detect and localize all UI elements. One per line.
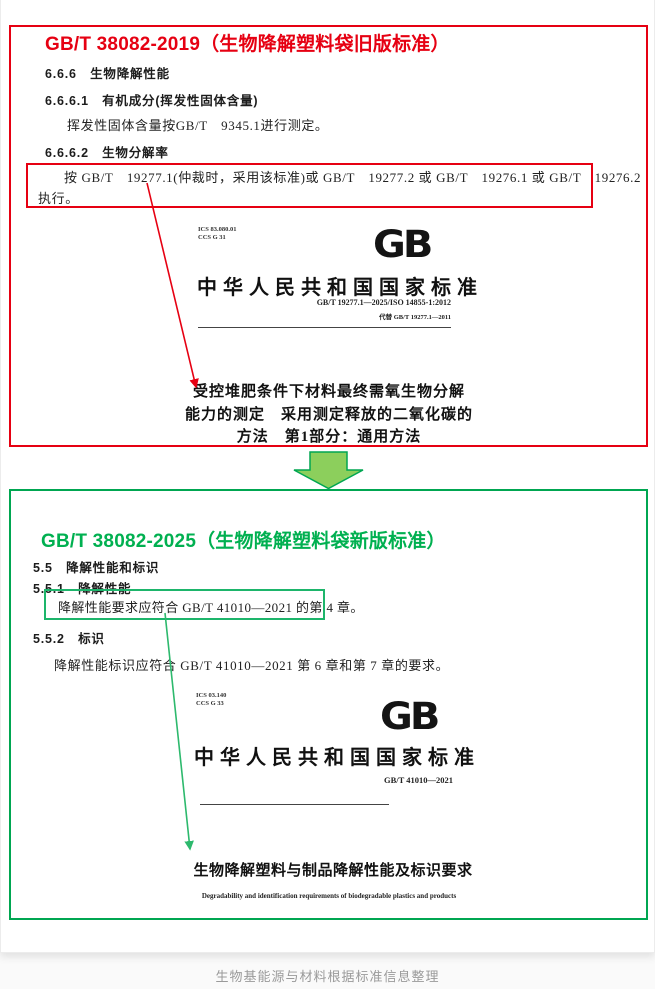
old-section-6-6-6: 6.6.6 生物降解性能 xyxy=(45,67,170,81)
new-standard-panel xyxy=(9,489,648,920)
old-doc-ics: ICS 83.080.01 xyxy=(198,226,237,233)
new-doc-standard-number: GB/T 41010—2021 xyxy=(383,775,453,785)
old-doc-divider xyxy=(198,327,451,328)
footer-caption: 生物基能源与材料根据标准信息整理 xyxy=(215,969,440,984)
new-doc-title: 生物降解塑料与制品降解性能及标识要求 xyxy=(193,863,473,879)
old-body-volatile-solids: 挥发性固体含量按GB/T 9345.1进行测定。 xyxy=(67,118,329,133)
old-section-6-6-6-1: 6.6.6.1 有机成分(挥发性固体含量) xyxy=(45,94,259,108)
old-highlight-line1: 按 GB/T 19277.1(仲裁时，采用该标准)或 GB/T 19277.2 … xyxy=(64,170,642,185)
new-highlight-text: 降解性能要求应符合 GB/T 41010—2021 的第 4 章。 xyxy=(58,600,364,615)
old-doc-ccs: CCS G 31 xyxy=(198,234,226,241)
old-doc-standard-number: GB/T 19277.1—2025/ISO 14855-1:2012 xyxy=(316,298,451,307)
old-doc-title-line1: 受控堆肥条件下材料最终需氧生物分解 xyxy=(192,384,465,400)
content-card: GB/T 38082-2019（生物降解塑料袋旧版标准） 6.6.6 生物降解性… xyxy=(0,0,655,953)
gb-logo: GB xyxy=(380,695,440,739)
old-section-6-6-6-2: 6.6.6.2 生物分解率 xyxy=(45,146,169,160)
old-doc-national-standard-heading: 中华人民共和国国家标准 xyxy=(197,277,483,299)
new-highlight-box: 降解性能要求应符合 GB/T 41010—2021 的第 4 章。 xyxy=(44,589,364,620)
old-doc-title-line2: 能力的测定 采用测定释放的二氧化碳的 xyxy=(184,406,473,423)
new-body-marking: 降解性能标识应符合 GB/T 41010—2021 第 6 章和第 7 章的要求… xyxy=(54,658,450,673)
old-doc-title-line3: 方法 第1部分：通用方法 xyxy=(236,429,422,445)
new-doc-ics-block: ICS 03.140 CCS G 33 xyxy=(196,692,226,708)
old-standard-panel xyxy=(9,25,648,447)
new-section-5-5: 5.5 降解性能和标识 xyxy=(33,561,160,575)
new-doc-ics: ICS 03.140 xyxy=(196,692,227,699)
new-standard-title: GB/T 38082-2025（生物降解塑料袋新版标准） xyxy=(41,531,446,552)
old-doc-ics-block: ICS 83.080.01 CCS G 31 xyxy=(198,226,236,242)
new-doc-national-standard-heading: 中华人民共和国国家标准 xyxy=(194,747,480,769)
old-doc-title: 受控堆肥条件下材料最终需氧生物分解 能力的测定 采用测定释放的二氧化碳的 方法 … xyxy=(168,381,490,449)
new-section-5-5-2: 5.5.2 标识 xyxy=(33,632,105,646)
new-doc-ccs: CCS G 33 xyxy=(196,700,224,707)
gb-logo: GB xyxy=(373,223,433,267)
old-highlight-line2: 执行。 xyxy=(38,191,79,206)
old-highlight-box: 按 GB/T 19277.1(仲裁时，采用该标准)或 GB/T 19277.2 … xyxy=(26,163,642,208)
old-doc-replaces-note: 代替 GB/T 19277.1—2011 xyxy=(379,314,451,321)
new-doc-divider xyxy=(200,804,389,805)
new-doc-subtitle-en: Degradability and identification require… xyxy=(201,892,457,900)
old-standard-title: GB/T 38082-2019（生物降解塑料袋旧版标准） xyxy=(45,34,450,55)
